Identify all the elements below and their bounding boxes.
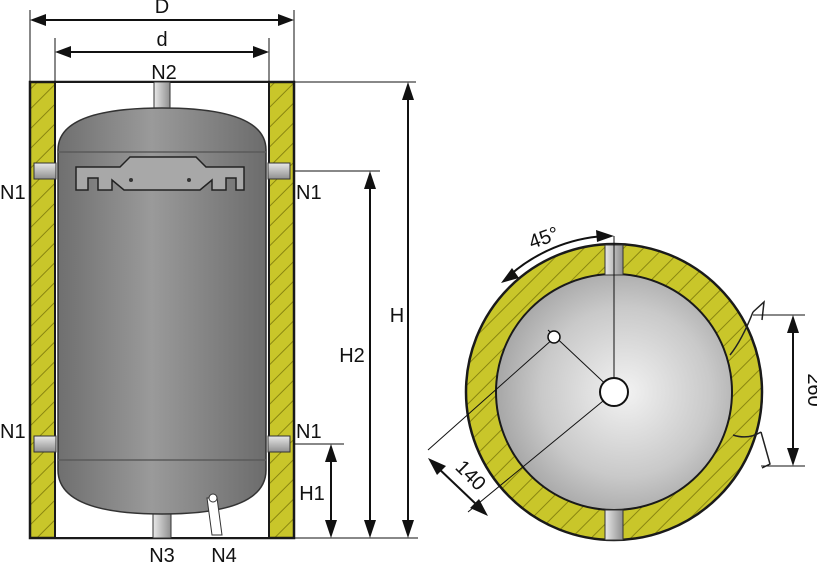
pipe-n1-bottom-left <box>33 435 57 453</box>
pipe-n1-top-right <box>267 162 291 180</box>
top-side-cutout <box>729 311 762 438</box>
dimension-d: d <box>54 29 270 82</box>
label-H: H <box>390 305 404 327</box>
tank-body <box>57 107 267 515</box>
dimension-140: 140 <box>428 456 490 516</box>
dimension-H1: H1 <box>299 444 337 538</box>
bracket-bolt-left <box>129 178 133 182</box>
label-angle: 45° <box>526 223 562 254</box>
mounting-bracket <box>75 156 245 191</box>
top-center-port <box>599 377 629 407</box>
label-260: 260 <box>803 373 817 406</box>
dimension-H: H <box>390 82 414 538</box>
sensor-sleeve-cap <box>208 493 218 503</box>
dimension-H2: H2 <box>339 171 376 538</box>
pipe-n1-bottom-right <box>267 435 291 453</box>
dimension-260: 260 <box>787 315 817 466</box>
label-d: d <box>156 29 167 51</box>
label-n3: N3 <box>149 545 175 565</box>
top-pipe-slot-lower <box>604 509 624 541</box>
label-H1: H1 <box>299 483 325 505</box>
top-sensor-port <box>547 330 561 344</box>
bracket-bolt-right <box>187 178 191 182</box>
label-D: D <box>155 0 169 18</box>
pipe-n1-top-left <box>33 162 57 180</box>
label-n1-top-left: N1 <box>0 182 26 204</box>
label-H2: H2 <box>339 345 365 367</box>
label-n1-top-right: N1 <box>296 182 322 204</box>
label-n1-bottom-left: N1 <box>0 421 26 443</box>
top-view: 260 140 45° <box>427 223 817 542</box>
label-n2: N2 <box>151 62 177 84</box>
label-n1-bottom-right: N1 <box>296 421 322 443</box>
label-n4: N4 <box>211 545 237 565</box>
dimension-D: D <box>29 0 295 82</box>
side-view: D d N2 N1 N1 N1 N1 N3 N4 H <box>0 0 418 565</box>
